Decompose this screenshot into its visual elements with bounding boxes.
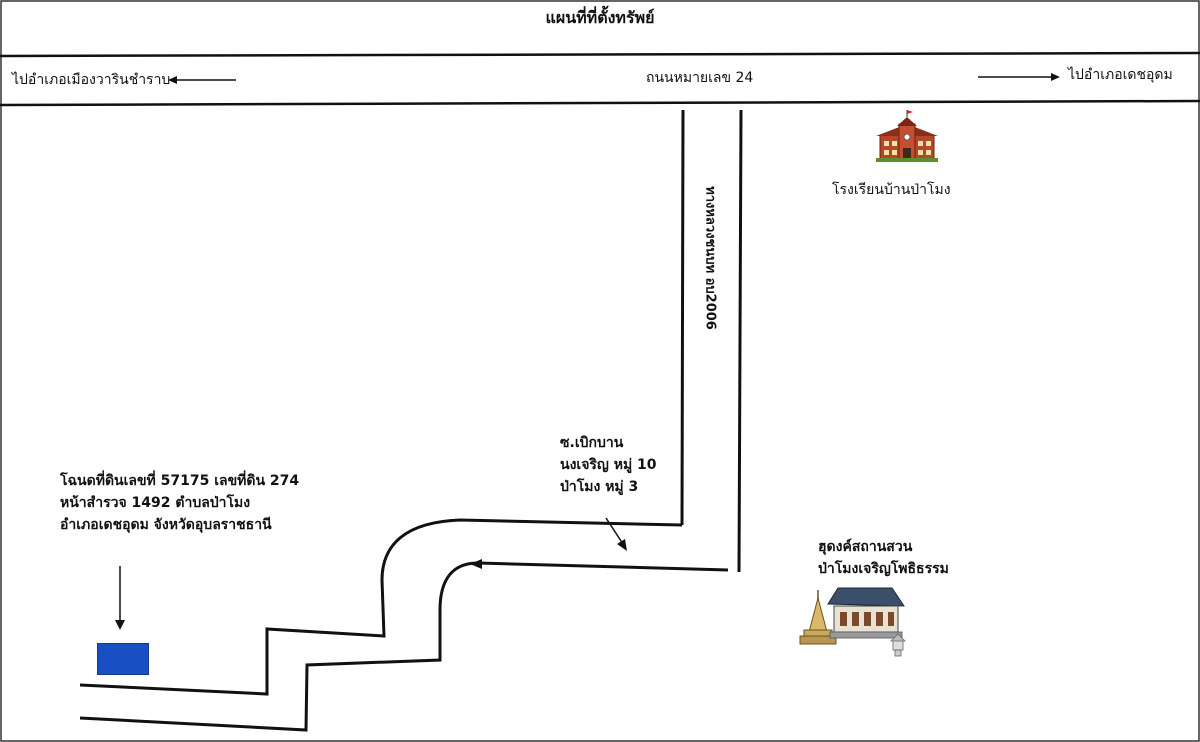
soi-label-pointer-arrow xyxy=(605,517,627,551)
temple-label-line: ป่าโมงเจริญโพธิธรรม xyxy=(818,561,949,577)
right-direction-label: ไปอำเภอเดชอุดม xyxy=(1068,67,1173,83)
left-direction-label: ไปอำเภอเมืองวารินชำราบ xyxy=(12,72,171,88)
school-label: โรงเรียนบ้านป่าโมง xyxy=(832,182,951,198)
property-line: โฉนดที่ดินเลขที่ 57175 เลขที่ดิน 274 xyxy=(60,473,300,489)
main-road-label: ถนนหมายเลข 24 xyxy=(646,70,754,86)
school-building-icon xyxy=(876,110,938,162)
property-description: โฉนดที่ดินเลขที่ 57175 เลขที่ดิน 274 หน้… xyxy=(60,470,299,536)
right-direction-arrow xyxy=(978,73,1060,81)
soi-direction-arrow xyxy=(470,559,482,569)
main-road-top-edge xyxy=(0,51,1200,58)
temple-icon xyxy=(799,587,906,657)
property-line: อำเภอเดชอุดม จังหวัดอุบลราชธานี xyxy=(60,517,272,533)
soi-upper-edge xyxy=(79,518,683,696)
map-title: แผนที่ที่ตั้งทรัพย์ xyxy=(545,8,655,27)
property-parcel-marker xyxy=(97,643,149,675)
property-line: หน้าสำรวจ 1492 ตำบลป่าโมง xyxy=(60,495,251,511)
soi-label-line: นงเจริญ หมู่ 10 xyxy=(560,457,657,473)
temple-label: ฮุดงค์สถานสวน ป่าโมงเจริญโพธิธรรม xyxy=(818,536,949,580)
side-road-left-edge xyxy=(680,109,685,526)
temple-label-line: ฮุดงค์สถานสวน xyxy=(818,539,913,555)
left-direction-arrow xyxy=(168,76,236,84)
property-pointer-arrow xyxy=(115,566,125,630)
soi-lower-edge xyxy=(79,561,729,732)
soi-label-line: ซ.เบิกบาน xyxy=(560,435,624,451)
soi-label-line: ป่าโมง หมู่ 3 xyxy=(560,479,639,495)
side-road-label: ทางหลวงชนบท อบ2006 xyxy=(702,186,718,330)
soi-label: ซ.เบิกบาน นงเจริญ หมู่ 10 ป่าโมง หมู่ 3 xyxy=(560,432,657,498)
main-road-bottom-edge xyxy=(0,99,1200,107)
side-road-right-edge xyxy=(737,109,743,573)
